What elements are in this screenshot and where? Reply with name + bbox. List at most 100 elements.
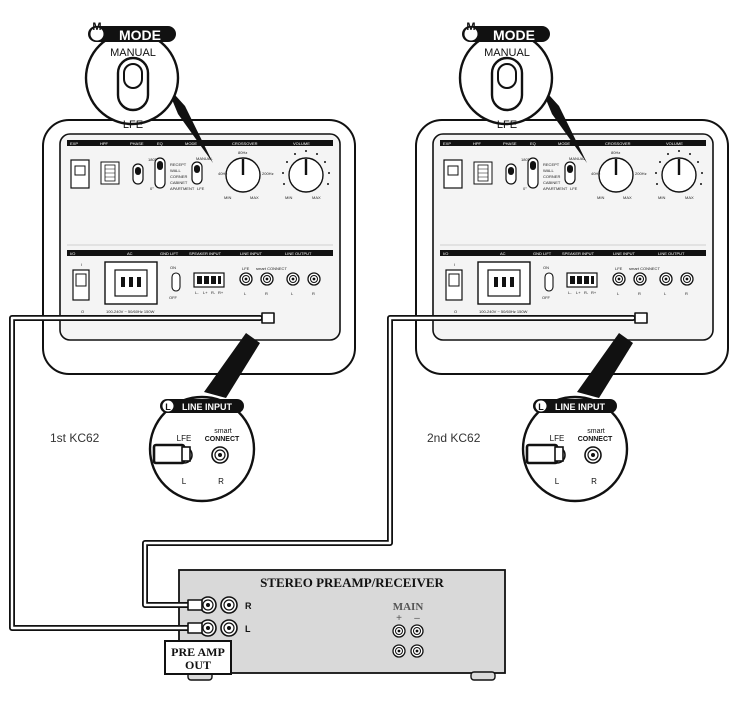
- panel-2-eq: EQ: [530, 141, 536, 146]
- panel-2-xo-40: 40Hz: [591, 171, 600, 176]
- panel-1-spk: SPEAKER INPUT: [189, 251, 222, 256]
- unit-2-mode-pointer: [540, 85, 587, 163]
- mode-lfe-label-2: LFE: [497, 119, 517, 131]
- panel-2-gnd-on: ON: [543, 265, 549, 270]
- panel-1-eq: EQ: [157, 141, 163, 146]
- panel-2-out-r: R: [685, 291, 688, 296]
- panel-2-xo-max: MAX: [623, 195, 632, 200]
- panel-1-eq-1: RECEPT: [170, 162, 187, 167]
- line-letter: L: [165, 402, 171, 412]
- main-jack-1[interactable]: [392, 624, 406, 638]
- panel-2-volume: VOLUME: [666, 141, 683, 146]
- panel-1-eq-4: CABINET: [170, 180, 188, 185]
- panel-2-spk: SPEAKER INPUT: [562, 251, 595, 256]
- unit-2-line-pointer: [577, 333, 633, 398]
- unit-1-line-pointer: [204, 333, 260, 398]
- main-jack-2[interactable]: [410, 624, 424, 638]
- cable-1: [10, 316, 262, 630]
- panel-2-io: I/O: [443, 251, 448, 256]
- panel-2-vol-max: MAX: [685, 195, 694, 200]
- smart-label: smart: [214, 428, 232, 435]
- panel-2-in-lfe: LFE: [615, 266, 623, 271]
- panel-1-xo-min: MIN: [224, 195, 231, 200]
- panel-1-hpf: HPF: [100, 141, 109, 146]
- panel-1-xo-max: MAX: [250, 195, 259, 200]
- panel-1-xo-80: 80Hz: [238, 150, 247, 155]
- panel-1-xo-40: 40Hz: [218, 171, 227, 176]
- panel-1-in-r: R: [265, 291, 268, 296]
- panel-2-eq-5: APARTMENT: [543, 186, 568, 191]
- panel-1-eq-5: APARTMENT: [170, 186, 195, 191]
- line-r-label: R: [218, 477, 224, 486]
- panel-1-spk-4: R+: [218, 290, 224, 295]
- unit-2-caption: 2nd KC62: [427, 431, 481, 445]
- main-jack-4[interactable]: [410, 644, 424, 658]
- receiver-minus: –: [414, 613, 420, 624]
- unit-2-text: M MODE MANUAL LFE L LINE INPUT LFE smart…: [427, 21, 694, 486]
- panel-2-phase: PHASE: [503, 141, 517, 146]
- panel-2-gnd-off: OFF: [542, 295, 551, 300]
- unit-1-mode-pointer: [166, 85, 213, 163]
- stereo-receiver: [164, 569, 506, 681]
- panel-1-out-r: R: [312, 291, 315, 296]
- panel-2-power-i: I: [454, 262, 455, 267]
- panel-1-mode-manual: MANUAL: [196, 156, 213, 161]
- panel-1-vol-max: MAX: [312, 195, 321, 200]
- preamp-out-line-1: PRE AMP: [171, 645, 225, 659]
- receiver-title: STEREO PREAMP/RECEIVER: [260, 575, 444, 590]
- panel-1-ac: AC: [127, 251, 133, 256]
- unit-1-text: M MODE MANUAL LFE L LINE INPUT LFE smart…: [50, 21, 321, 486]
- panel-2-exp: EXP: [443, 141, 451, 146]
- line-input-header-2: LINE INPUT: [555, 402, 606, 412]
- panel-2-mode-manual: MANUAL: [569, 156, 586, 161]
- preamp-out-l-jack-2[interactable]: [220, 619, 238, 637]
- receiver-main-label: MAIN: [393, 601, 424, 613]
- preamp-out-r-jack-2[interactable]: [220, 596, 238, 614]
- panel-2-out-l: L: [664, 291, 667, 296]
- panel-1-exp: EXP: [70, 141, 78, 146]
- unit-1-line-callout: [150, 397, 254, 501]
- receiver-r-label: R: [245, 601, 252, 611]
- panel-1-eq-3: CORNER: [170, 174, 187, 179]
- main-jack-3[interactable]: [392, 644, 406, 658]
- line-lfe-label: LFE: [177, 434, 192, 443]
- panel-2-xo-80: 80Hz: [611, 150, 620, 155]
- line-r-label-2: R: [591, 477, 597, 486]
- panel-2-linein: LINE INPUT: [613, 251, 636, 256]
- panel-2-eq-3: CORNER: [543, 174, 560, 179]
- line-lfe-label-2: LFE: [550, 434, 565, 443]
- unit-1-caption: 1st KC62: [50, 431, 100, 445]
- panel-1-mode-lfe: LFE: [197, 186, 205, 191]
- cables: [9, 312, 648, 634]
- panel-2-phase-0: 0°: [523, 186, 527, 191]
- panel-2-crossover: CROSSOVER: [605, 141, 631, 146]
- line-l-label: L: [182, 477, 187, 486]
- panel-2-lineout: LINE OUTPUT: [658, 251, 685, 256]
- connect-label: CONNECT: [205, 436, 240, 443]
- line-letter-2: L: [538, 402, 544, 412]
- mode-letter-2: M: [466, 21, 475, 33]
- panel-1-phase-180: 180°: [148, 157, 157, 162]
- line-input-header: LINE INPUT: [182, 402, 233, 412]
- receiver-text: STEREO PREAMP/RECEIVER MAIN + – R L PRE …: [171, 575, 444, 672]
- mode-header-2: MODE: [493, 27, 535, 43]
- preamp-out-line-2: OUT: [185, 658, 211, 672]
- mode-manual-label-2: MANUAL: [484, 47, 530, 59]
- panel-2-spk-3: R-: [584, 290, 589, 295]
- panel-2-xo-min: MIN: [597, 195, 604, 200]
- panel-1-ac-label: 100-240V ~ 50/60Hz 150W: [106, 309, 155, 314]
- panel-2-ac-label: 100-240V ~ 50/60Hz 150W: [479, 309, 528, 314]
- panel-2-phase-180: 180°: [521, 157, 530, 162]
- panel-1-smart: smart CONNECT: [256, 266, 287, 271]
- receiver-plus: +: [396, 613, 402, 624]
- receiver-foot-right: [470, 671, 496, 681]
- panel-1-spk-2: L+: [203, 290, 208, 295]
- panel-2-spk-1: L-: [568, 290, 572, 295]
- panel-1-gnd-off: OFF: [169, 295, 178, 300]
- preamp-out-label-box: [164, 640, 232, 675]
- panel-1-spk-3: R-: [211, 290, 216, 295]
- panel-2-vol-min: MIN: [658, 195, 665, 200]
- smart-label-2: smart: [587, 428, 605, 435]
- panel-2-in-r: R: [638, 291, 641, 296]
- panel-2-eq-4: CABINET: [543, 180, 561, 185]
